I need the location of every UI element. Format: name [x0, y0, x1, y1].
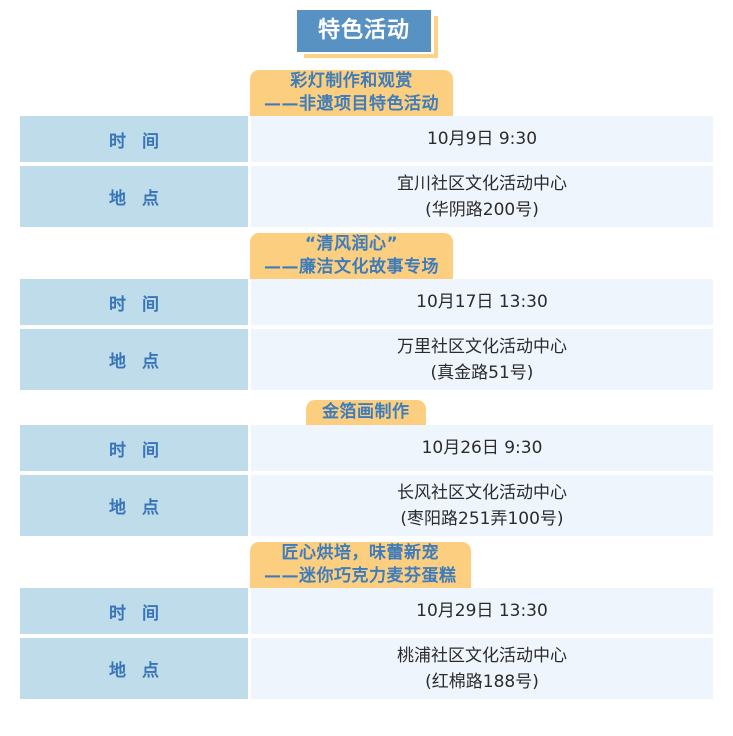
table-row-place-1: 地 点 宜川社区文化活动中心 (华阴路200号)	[0, 166, 733, 227]
event-title-line1: “清风润心”	[304, 234, 399, 254]
value-place-4: 桃浦社区文化活动中心 (红棉路188号)	[251, 638, 713, 699]
event-title-line1: 匠心烘培，味蕾新宠	[281, 543, 439, 563]
table-row-time-3: 时 间 10月26日 9:30	[0, 425, 733, 471]
event-tab-row-1: 彩灯制作和观赏 ——非遗项目特色活动	[0, 70, 733, 116]
value-time-1: 10月9日 9:30	[251, 116, 713, 162]
event-place-address: (红棉路188号)	[425, 671, 539, 692]
event-time-text: 10月29日 13:30	[416, 601, 548, 621]
event-title-line2: ——廉洁文化故事专场	[264, 257, 439, 277]
event-title-line1: 彩灯制作和观赏	[290, 71, 413, 91]
label-place-3: 地 点	[20, 475, 248, 536]
event-place-address: (真金路51号)	[430, 362, 534, 383]
value-place-2: 万里社区文化活动中心 (真金路51号)	[251, 329, 713, 390]
label-place-1: 地 点	[20, 166, 248, 227]
event-title-line2: ——迷你巧克力麦芬蛋糕	[264, 566, 457, 586]
event-tab-row-4: 匠心烘培，味蕾新宠 ——迷你巧克力麦芬蛋糕	[0, 542, 733, 588]
event-title-tab-3: 金箔画制作	[306, 400, 426, 425]
event-time-text: 10月17日 13:30	[416, 292, 548, 312]
event-title-tab-4: 匠心烘培，味蕾新宠 ——迷你巧克力麦芬蛋糕	[250, 542, 471, 588]
event-section-4: 匠心烘培，味蕾新宠 ——迷你巧克力麦芬蛋糕 时 间 10月29日 13:30 地…	[0, 542, 733, 699]
event-place-name: 桃浦社区文化活动中心	[397, 645, 567, 666]
event-tab-row-2: “清风润心” ——廉洁文化故事专场	[0, 233, 733, 279]
event-place-name: 宜川社区文化活动中心	[397, 173, 567, 194]
event-title-tab-1: 彩灯制作和观赏 ——非遗项目特色活动	[250, 70, 453, 116]
event-place-name: 长风社区文化活动中心	[397, 482, 567, 503]
value-time-3: 10月26日 9:30	[251, 425, 713, 471]
header-shadow-accent	[304, 16, 438, 58]
value-place-3: 长风社区文化活动中心 (枣阳路251弄100号)	[251, 475, 713, 536]
table-row-place-3: 地 点 长风社区文化活动中心 (枣阳路251弄100号)	[0, 475, 733, 536]
event-title-tab-2: “清风润心” ——廉洁文化故事专场	[250, 233, 453, 279]
event-section-1: 彩灯制作和观赏 ——非遗项目特色活动 时 间 10月9日 9:30 地 点 宜川…	[0, 70, 733, 227]
event-section-2: “清风润心” ——廉洁文化故事专场 时 间 10月17日 13:30 地 点 万…	[0, 233, 733, 390]
label-time-1: 时 间	[20, 116, 248, 162]
page-header: 特色活动	[0, 0, 733, 70]
label-place-4: 地 点	[20, 638, 248, 699]
value-time-2: 10月17日 13:30	[251, 279, 713, 325]
event-title-line2: ——非遗项目特色活动	[264, 94, 439, 114]
event-title-line1: 金箔画制作	[322, 402, 410, 422]
value-place-1: 宜川社区文化活动中心 (华阴路200号)	[251, 166, 713, 227]
header-banner: 特色活动	[297, 10, 431, 52]
event-section-3: 金箔画制作 时 间 10月26日 9:30 地 点 长风社区文化活动中心 (枣阳…	[0, 396, 733, 536]
table-row-place-4: 地 点 桃浦社区文化活动中心 (红棉路188号)	[0, 638, 733, 699]
event-time-text: 10月26日 9:30	[421, 438, 543, 458]
label-place-2: 地 点	[20, 329, 248, 390]
page-title: 特色活动	[317, 18, 410, 43]
table-row-time-1: 时 间 10月9日 9:30	[0, 116, 733, 162]
event-place-address: (华阴路200号)	[425, 199, 539, 220]
table-row-place-2: 地 点 万里社区文化活动中心 (真金路51号)	[0, 329, 733, 390]
label-time-4: 时 间	[20, 588, 248, 634]
label-time-2: 时 间	[20, 279, 248, 325]
event-tab-row-3: 金箔画制作	[0, 396, 733, 425]
event-place-name: 万里社区文化活动中心	[397, 336, 567, 357]
event-place-address: (枣阳路251弄100号)	[400, 508, 564, 529]
table-row-time-4: 时 间 10月29日 13:30	[0, 588, 733, 634]
table-row-time-2: 时 间 10月17日 13:30	[0, 279, 733, 325]
value-time-4: 10月29日 13:30	[251, 588, 713, 634]
event-time-text: 10月9日 9:30	[426, 129, 538, 149]
label-time-3: 时 间	[20, 425, 248, 471]
